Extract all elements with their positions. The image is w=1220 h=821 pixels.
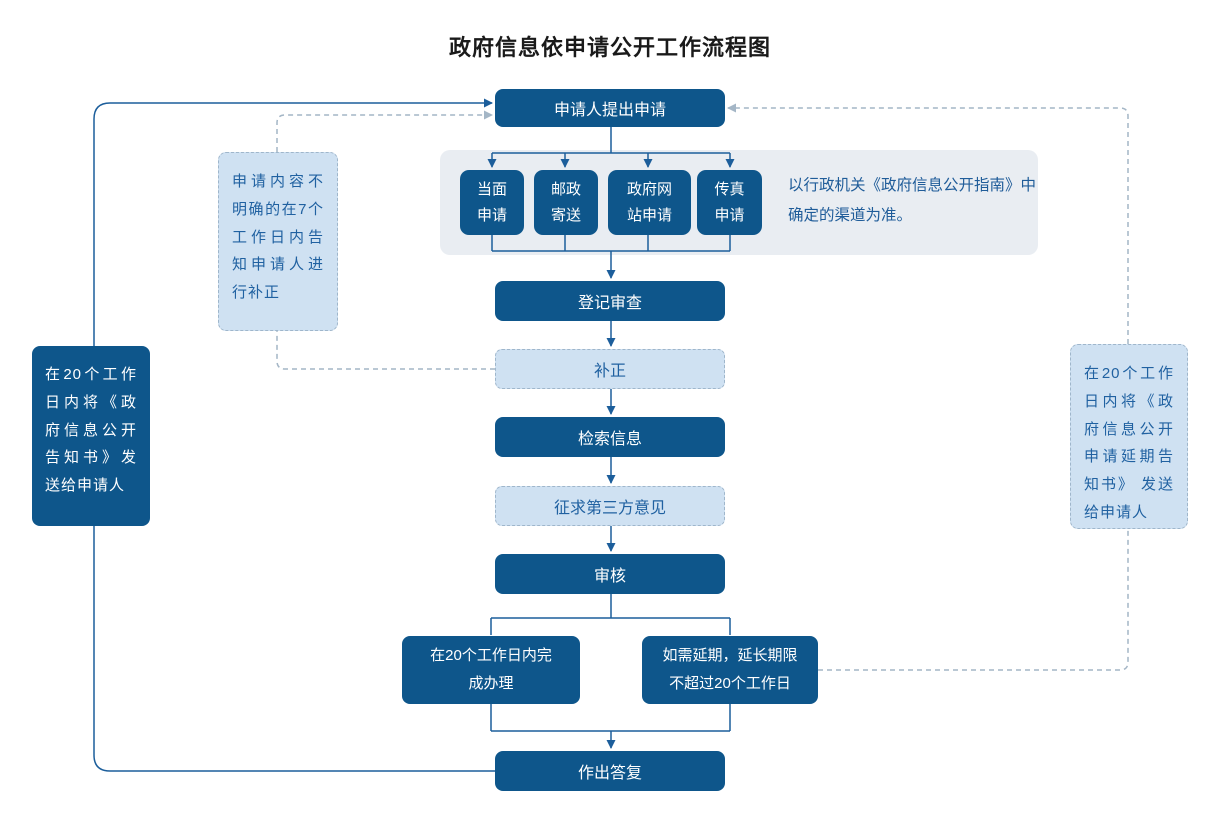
note-left-notice: 在20个工作日内将《政府信息公开告知书》发送给申请人 <box>32 346 150 526</box>
channel-note-text: 以行政机关《政府信息公开指南》中确定的渠道为准。 <box>788 177 1037 225</box>
node-extend: 如需延期，延长期限不超过20个工作日 <box>642 636 818 704</box>
leftnote-to-apply-line <box>276 110 493 152</box>
extend-to-rightnote-line <box>818 529 1129 671</box>
node-channel-in-person: 当面申请 <box>460 170 524 235</box>
note-left-supplement: 申请内容不明确的在7个工作日内告知申请人进行补正 <box>218 152 338 331</box>
diagram-title: 政府信息依申请公开工作流程图 <box>448 35 771 60</box>
node-review: 审核 <box>495 554 725 594</box>
node-complete: 在20个工作日内完成办理 <box>402 636 580 704</box>
node-register: 登记审查 <box>495 281 725 321</box>
node-channel-fax: 传真申请 <box>697 170 762 235</box>
node-apply: 申请人提出申请 <box>495 89 725 127</box>
node-supplement: 补正 <box>495 349 725 389</box>
note-right-extension: 在20个工作日内将《政府信息公开申请延期告知书》 发送给申请人 <box>1070 344 1188 529</box>
node-channel-website: 政府网站申请 <box>608 170 691 235</box>
node-channel-postal: 邮政寄送 <box>534 170 598 235</box>
node-reply: 作出答复 <box>495 751 725 791</box>
supplement-to-leftnote-line <box>276 331 495 370</box>
node-third-party: 征求第三方意见 <box>495 486 725 526</box>
node-search-info: 检索信息 <box>495 417 725 457</box>
